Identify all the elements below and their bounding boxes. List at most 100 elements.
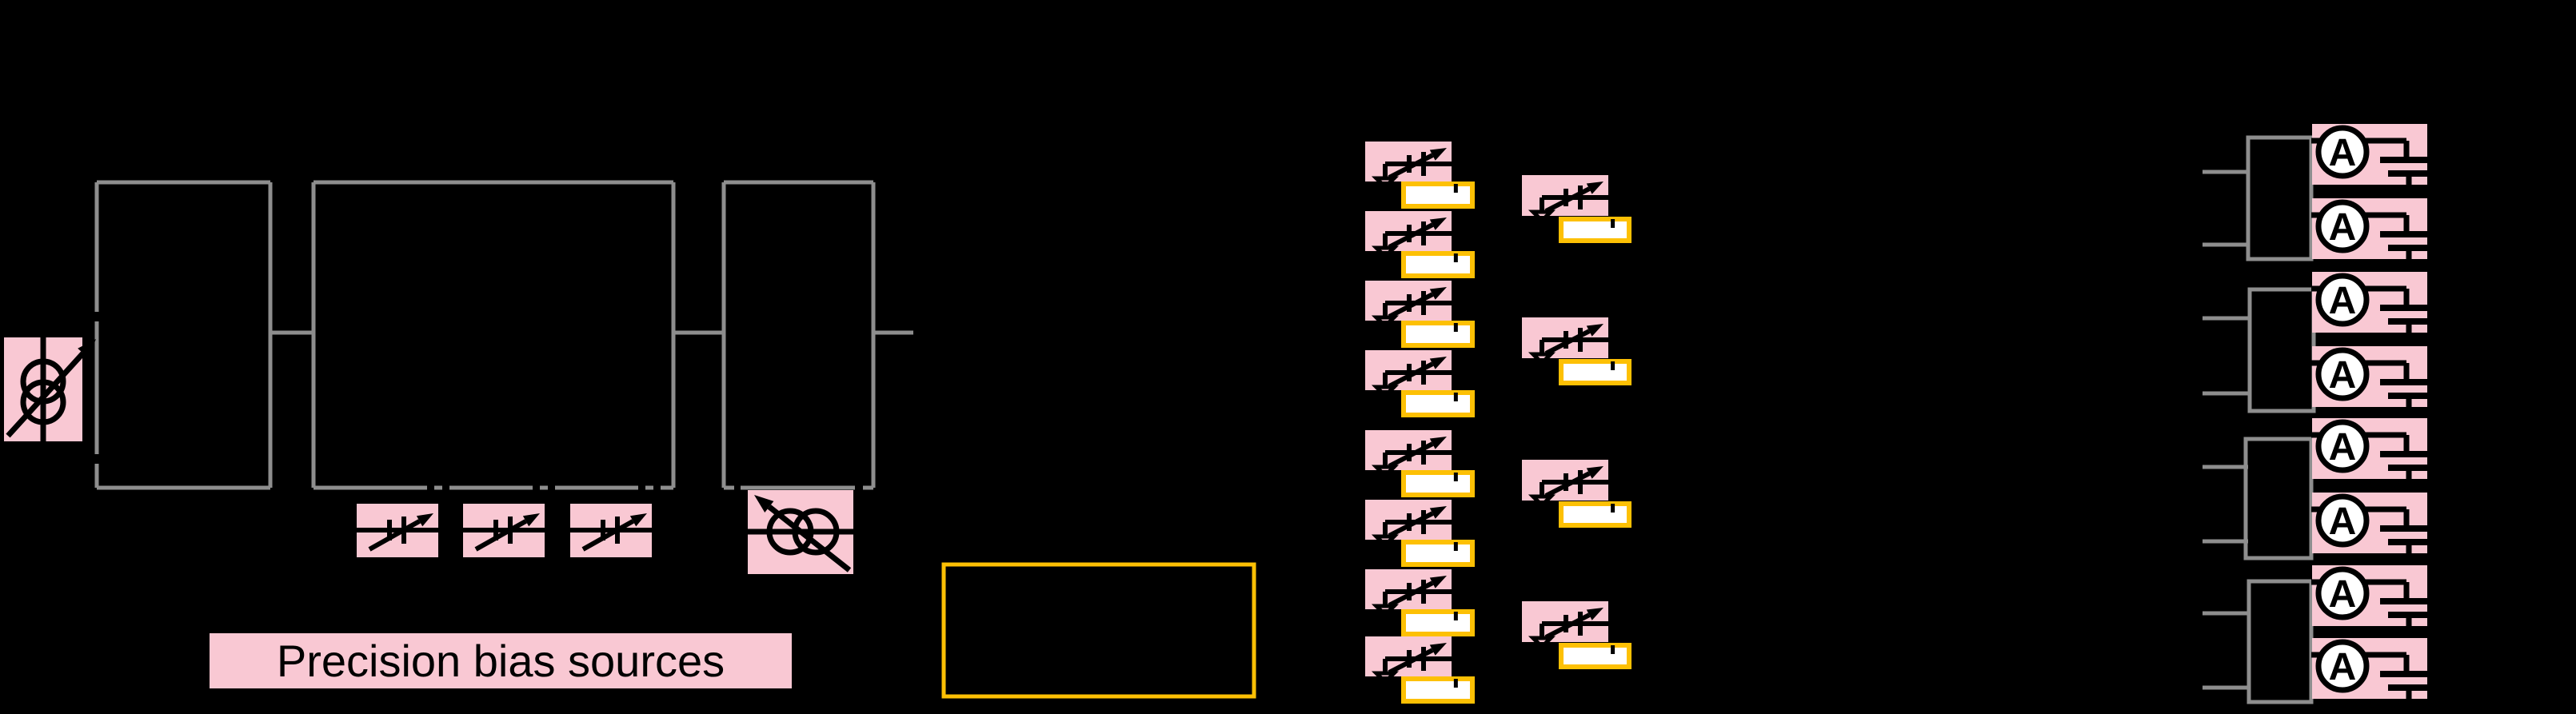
ammeter-unit: A <box>2311 124 2427 185</box>
filter-box <box>1401 390 1475 417</box>
ammeter-unit: A <box>2311 272 2427 333</box>
variable-capacitor-icon <box>570 513 652 552</box>
capacitor-icon <box>2363 285 2427 333</box>
filter-box <box>1559 501 1631 528</box>
variable-capacitor-to-ground-icon <box>1371 217 1452 260</box>
ground-icon <box>1528 630 1556 650</box>
variable-capacitor-to-ground-icon <box>1371 576 1452 618</box>
readout-group-box <box>2246 135 2314 261</box>
variable-capacitor-to-ground-icon <box>1371 287 1452 329</box>
bias-filter-unit <box>1365 636 1475 704</box>
bias-filter-unit <box>1365 142 1475 209</box>
ground-icon <box>1528 346 1556 366</box>
capacitor-icon <box>2363 138 2427 185</box>
filter-box <box>1401 321 1475 348</box>
ground-icon <box>1528 204 1556 224</box>
ammeter-icon: A <box>2311 199 2370 253</box>
stage-box-1 <box>94 180 273 490</box>
bias-filter-unit <box>1365 350 1475 417</box>
ground-icon <box>1371 309 1400 329</box>
bias-filter-unit <box>1365 430 1475 497</box>
capacitor-icon <box>2363 432 2427 479</box>
filter-box <box>1401 181 1475 209</box>
filter-box <box>1401 540 1475 567</box>
ammeter-letter: A <box>2329 132 2357 174</box>
bias-filter-unit <box>1522 601 1631 669</box>
ammeter-letter: A <box>2329 354 2357 397</box>
variable-capacitor-to-ground-icon <box>1528 324 1608 366</box>
ammeter-unit: A <box>2311 565 2427 626</box>
stage-box-2 <box>311 180 676 490</box>
ammeter-icon: A <box>2311 125 2370 179</box>
variable-capacitor-to-ground-icon <box>1371 437 1452 479</box>
ammeter-letter: A <box>2329 280 2357 322</box>
bias-filter-unit <box>1522 317 1631 385</box>
readout-group-box <box>2247 287 2316 413</box>
precision-bias-shunt-capacitor <box>570 504 652 557</box>
capacitor-icon <box>2363 652 2427 699</box>
variable-capacitor-icon <box>463 513 545 552</box>
bias-filter-unit <box>1365 569 1475 636</box>
ground-icon <box>1371 240 1400 260</box>
ammeter-unit: A <box>2311 346 2427 407</box>
readout-group-box <box>2243 437 2314 560</box>
variable-transformer-icon <box>6 337 96 441</box>
ammeter-letter: A <box>2329 501 2357 543</box>
variable-transformer-icon <box>748 495 853 572</box>
bias-filter-unit <box>1522 460 1631 528</box>
bias-filter-unit <box>1522 175 1631 243</box>
capacitor-icon <box>2363 360 2427 407</box>
ammeter-letter: A <box>2329 206 2357 249</box>
ammeter-unit: A <box>2311 493 2427 553</box>
ammeter-icon: A <box>2311 493 2370 548</box>
ammeter-icon: A <box>2311 273 2370 327</box>
ammeter-unit: A <box>2311 418 2427 479</box>
variable-capacitor-to-ground-icon <box>1371 643 1452 685</box>
ammeter-letter: A <box>2329 426 2357 469</box>
ammeter-unit: A <box>2311 198 2427 259</box>
ground-icon <box>1371 598 1400 618</box>
filter-box <box>1401 470 1475 497</box>
legend-box <box>941 562 1256 699</box>
filter-box <box>1401 609 1475 636</box>
precision-bias-sources-label: Precision bias sources <box>210 633 792 688</box>
variable-capacitor-to-ground-icon <box>1371 506 1452 548</box>
filter-box <box>1401 251 1475 278</box>
ground-icon <box>1371 665 1400 685</box>
readout-group-box <box>2247 579 2314 704</box>
ground-icon <box>1371 529 1400 548</box>
ground-icon <box>1371 379 1400 399</box>
ground-icon <box>1528 489 1556 509</box>
ammeter-icon: A <box>2311 639 2370 693</box>
variable-capacitor-icon <box>357 513 438 552</box>
ammeter-icon: A <box>2311 419 2370 473</box>
variable-capacitor-to-ground-icon <box>1371 148 1452 190</box>
bias-source-input <box>4 337 96 441</box>
filter-box <box>1401 676 1475 704</box>
precision-bias-shunt-capacitor <box>463 504 545 557</box>
output-transformer <box>748 490 853 574</box>
filter-box <box>1559 359 1631 385</box>
ammeter-letter: A <box>2329 646 2357 688</box>
variable-capacitor-to-ground-icon <box>1528 466 1608 509</box>
ammeter-icon: A <box>2311 566 2370 620</box>
ammeter-letter: A <box>2329 573 2357 616</box>
capacitor-icon <box>2363 212 2427 259</box>
variable-capacitor-to-ground-icon <box>1371 357 1452 399</box>
bias-filter-unit <box>1365 500 1475 567</box>
stage-box-3 <box>721 180 876 490</box>
ammeter-unit: A <box>2311 638 2427 699</box>
capacitor-icon <box>2363 506 2427 553</box>
variable-capacitor-to-ground-icon <box>1528 181 1608 224</box>
precision-bias-shunt-capacitor <box>357 504 438 557</box>
bias-filter-unit <box>1365 211 1475 278</box>
variable-capacitor-to-ground-icon <box>1528 608 1608 650</box>
ground-icon <box>1371 170 1400 190</box>
ammeter-icon: A <box>2311 347 2370 401</box>
capacitor-icon <box>2363 579 2427 626</box>
filter-box <box>1559 217 1631 243</box>
filter-box <box>1559 643 1631 669</box>
